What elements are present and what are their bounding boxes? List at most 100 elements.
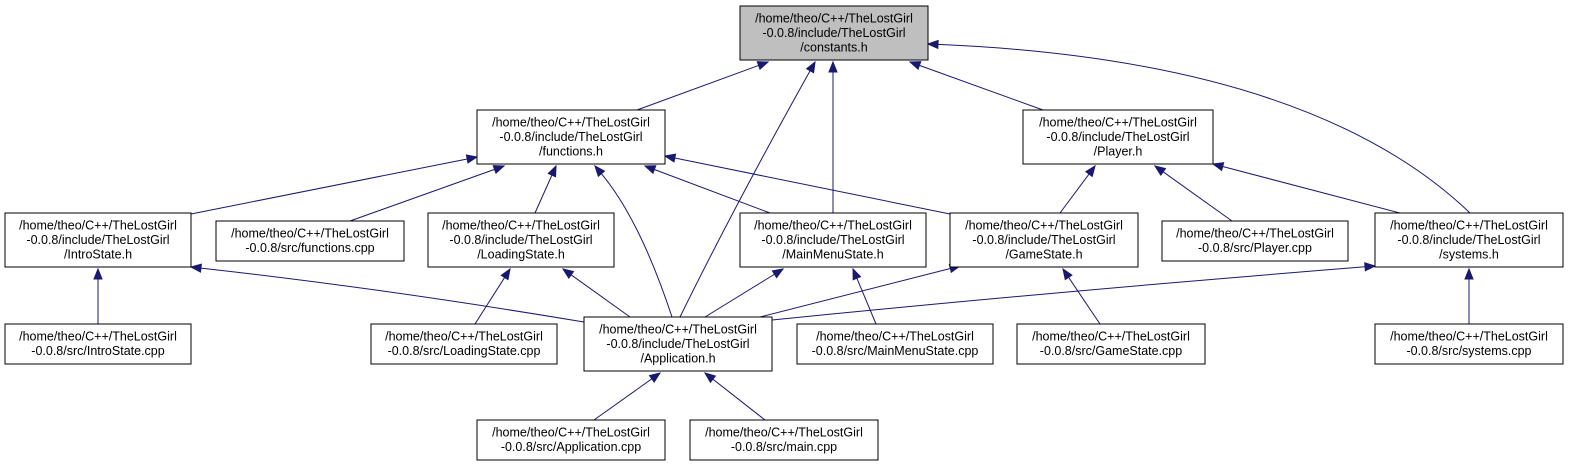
edge-systems-h-to-constants-h: [926, 39, 1471, 214]
node-label-line: /home/theo/C++/TheLostGirl: [754, 218, 912, 232]
node-label-line: -0.0.8/src/GameState.cpp: [1040, 344, 1182, 358]
edge-line: [1068, 277, 1101, 325]
node-label-line: /constants.h: [800, 40, 867, 54]
arrowhead: [663, 153, 677, 163]
arrowhead: [643, 165, 657, 175]
node-box: [4, 212, 192, 268]
edge-functions-cpp-to-functions-h: [349, 165, 506, 222]
node-box: [949, 212, 1139, 268]
node-label-line: -0.0.8/src/Application.cpp: [501, 440, 641, 454]
node-label-line: /Application.h: [640, 351, 715, 365]
edge-line: [200, 267, 585, 323]
edge-line: [601, 173, 673, 318]
node-functions-cpp[interactable]: /home/theo/C++/TheLostGirl-0.0.8/src/fun…: [215, 220, 405, 262]
edge-application-h-to-introstate-h: [189, 263, 585, 323]
node-label-line: -0.0.8/include/TheLostGirl: [972, 233, 1115, 247]
edge-introstate-cpp-to-introstate-h: [93, 267, 103, 324]
node-label-line: -0.0.8/include/TheLostGirl: [1397, 233, 1540, 247]
node-systems-h[interactable]: /home/theo/C++/TheLostGirl-0.0.8/include…: [1374, 212, 1564, 268]
edge-mainmenustate-h-to-constants-h: [828, 60, 838, 213]
node-mainmenustate-cpp[interactable]: /home/theo/C++/TheLostGirl-0.0.8/src/Mai…: [796, 323, 994, 365]
node-label-line: -0.0.8/src/MainMenuState.cpp: [812, 344, 979, 358]
edge-main-cpp-to-application-h: [703, 372, 766, 421]
arrowhead: [756, 61, 770, 71]
node-introstate-h[interactable]: /home/theo/C++/TheLostGirl-0.0.8/include…: [4, 212, 192, 268]
node-player-cpp[interactable]: /home/theo/C++/TheLostGirl-0.0.8/src/Pla…: [1161, 220, 1349, 262]
node-systems-cpp[interactable]: /home/theo/C++/TheLostGirl-0.0.8/src/sys…: [1374, 323, 1564, 365]
node-label-line: /functions.h: [539, 144, 603, 158]
node-label-line: -0.0.8/src/main.cpp: [731, 440, 837, 454]
edge-loadingstate-cpp-to-loadingstate-h: [474, 267, 511, 325]
node-label-line: /LoadingState.h: [477, 247, 565, 261]
edge-application-cpp-to-application-h: [593, 372, 662, 421]
edge-line: [654, 169, 771, 214]
edge-line: [474, 277, 506, 325]
node-label-line: /home/theo/C++/TheLostGirl: [1176, 227, 1334, 241]
arrowhead: [500, 267, 511, 281]
arrowhead: [771, 268, 785, 279]
node-label-line: -0.0.8/include/TheLostGirl: [761, 233, 904, 247]
node-loadingstate-cpp[interactable]: /home/theo/C++/TheLostGirl-0.0.8/src/Loa…: [370, 323, 558, 365]
node-label-line: /home/theo/C++/TheLostGirl: [1390, 218, 1548, 232]
node-label-line: -0.0.8/include/TheLostGirl: [26, 233, 169, 247]
arrowhead: [93, 267, 103, 280]
node-gamestate-h[interactable]: /home/theo/C++/TheLostGirl-0.0.8/include…: [949, 212, 1139, 268]
edge-systems-h-to-player-h: [1211, 162, 1401, 214]
arrowhead: [1084, 164, 1096, 178]
edge-mainmenustate-h-to-functions-h: [643, 165, 771, 214]
node-label-line: /home/theo/C++/TheLostGirl: [19, 330, 177, 344]
node-mainmenustate-h[interactable]: /home/theo/C++/TheLostGirl-0.0.8/include…: [739, 212, 927, 268]
edge-line: [712, 378, 766, 421]
node-label-line: -0.0.8/include/TheLostGirl: [606, 337, 749, 351]
node-label-line: -0.0.8/include/TheLostGirl: [1046, 130, 1189, 144]
edge-line: [190, 158, 468, 215]
node-box: [1161, 220, 1349, 262]
node-label-line: -0.0.8/src/IntroState.cpp: [31, 344, 164, 358]
edge-line: [1162, 171, 1233, 222]
node-introstate-cpp[interactable]: /home/theo/C++/TheLostGirl-0.0.8/src/Int…: [4, 323, 192, 365]
arrowhead: [908, 61, 922, 71]
edge-application-h-to-mainmenustate-h: [704, 268, 785, 318]
node-label-line: /home/theo/C++/TheLostGirl: [965, 218, 1123, 232]
node-label-line: /GameState.h: [1005, 247, 1082, 261]
node-gamestate-cpp[interactable]: /home/theo/C++/TheLostGirl-0.0.8/src/Gam…: [1016, 323, 1206, 365]
node-application-h[interactable]: /home/theo/C++/TheLostGirl-0.0.8/include…: [583, 316, 773, 372]
edge-player-cpp-to-player-h: [1153, 165, 1233, 222]
node-box: [583, 316, 773, 372]
node-label-line: /home/theo/C++/TheLostGirl: [816, 330, 974, 344]
node-loadingstate-h[interactable]: /home/theo/C++/TheLostGirl-0.0.8/include…: [427, 212, 615, 268]
arrowhead: [852, 267, 862, 281]
node-label-line: /systems.h: [1439, 247, 1499, 261]
node-label-line: /home/theo/C++/TheLostGirl: [492, 115, 650, 129]
arrowhead: [561, 268, 575, 279]
node-label-line: /home/theo/C++/TheLostGirl: [385, 330, 543, 344]
edge-line: [679, 70, 811, 318]
arrowhead: [492, 165, 506, 174]
node-label-line: /home/theo/C++/TheLostGirl: [19, 218, 177, 232]
node-functions-h[interactable]: /home/theo/C++/TheLostGirl-0.0.8/include…: [476, 109, 666, 165]
node-player-h[interactable]: /home/theo/C++/TheLostGirl-0.0.8/include…: [1022, 109, 1214, 165]
arrowhead: [1062, 267, 1073, 281]
node-box: [739, 5, 929, 61]
edge-introstate-h-to-functions-h: [190, 154, 479, 215]
arrowhead: [926, 39, 939, 50]
node-box: [796, 323, 994, 365]
edge-application-h-to-constants-h: [679, 60, 816, 318]
edge-application-h-to-functions-h: [594, 164, 673, 318]
node-main-cpp[interactable]: /home/theo/C++/TheLostGirl-0.0.8/src/mai…: [689, 419, 879, 461]
node-constants-h[interactable]: /home/theo/C++/TheLostGirl-0.0.8/include…: [739, 5, 929, 61]
edges-layer: [93, 39, 1474, 421]
node-box: [476, 419, 666, 461]
node-application-cpp[interactable]: /home/theo/C++/TheLostGirl-0.0.8/src/App…: [476, 419, 666, 461]
edge-line: [636, 64, 759, 111]
arrowhead: [547, 164, 557, 178]
node-box: [689, 419, 879, 461]
edge-application-h-to-systems-h: [771, 262, 1377, 321]
edge-systems-cpp-to-systems-h: [1464, 267, 1474, 324]
edge-line: [919, 64, 1044, 111]
edge-loadingstate-h-to-functions-h: [534, 164, 557, 214]
node-label-line: /home/theo/C++/TheLostGirl: [1390, 330, 1548, 344]
edge-functions-h-to-constants-h: [636, 61, 770, 111]
arrowhead: [594, 164, 606, 178]
